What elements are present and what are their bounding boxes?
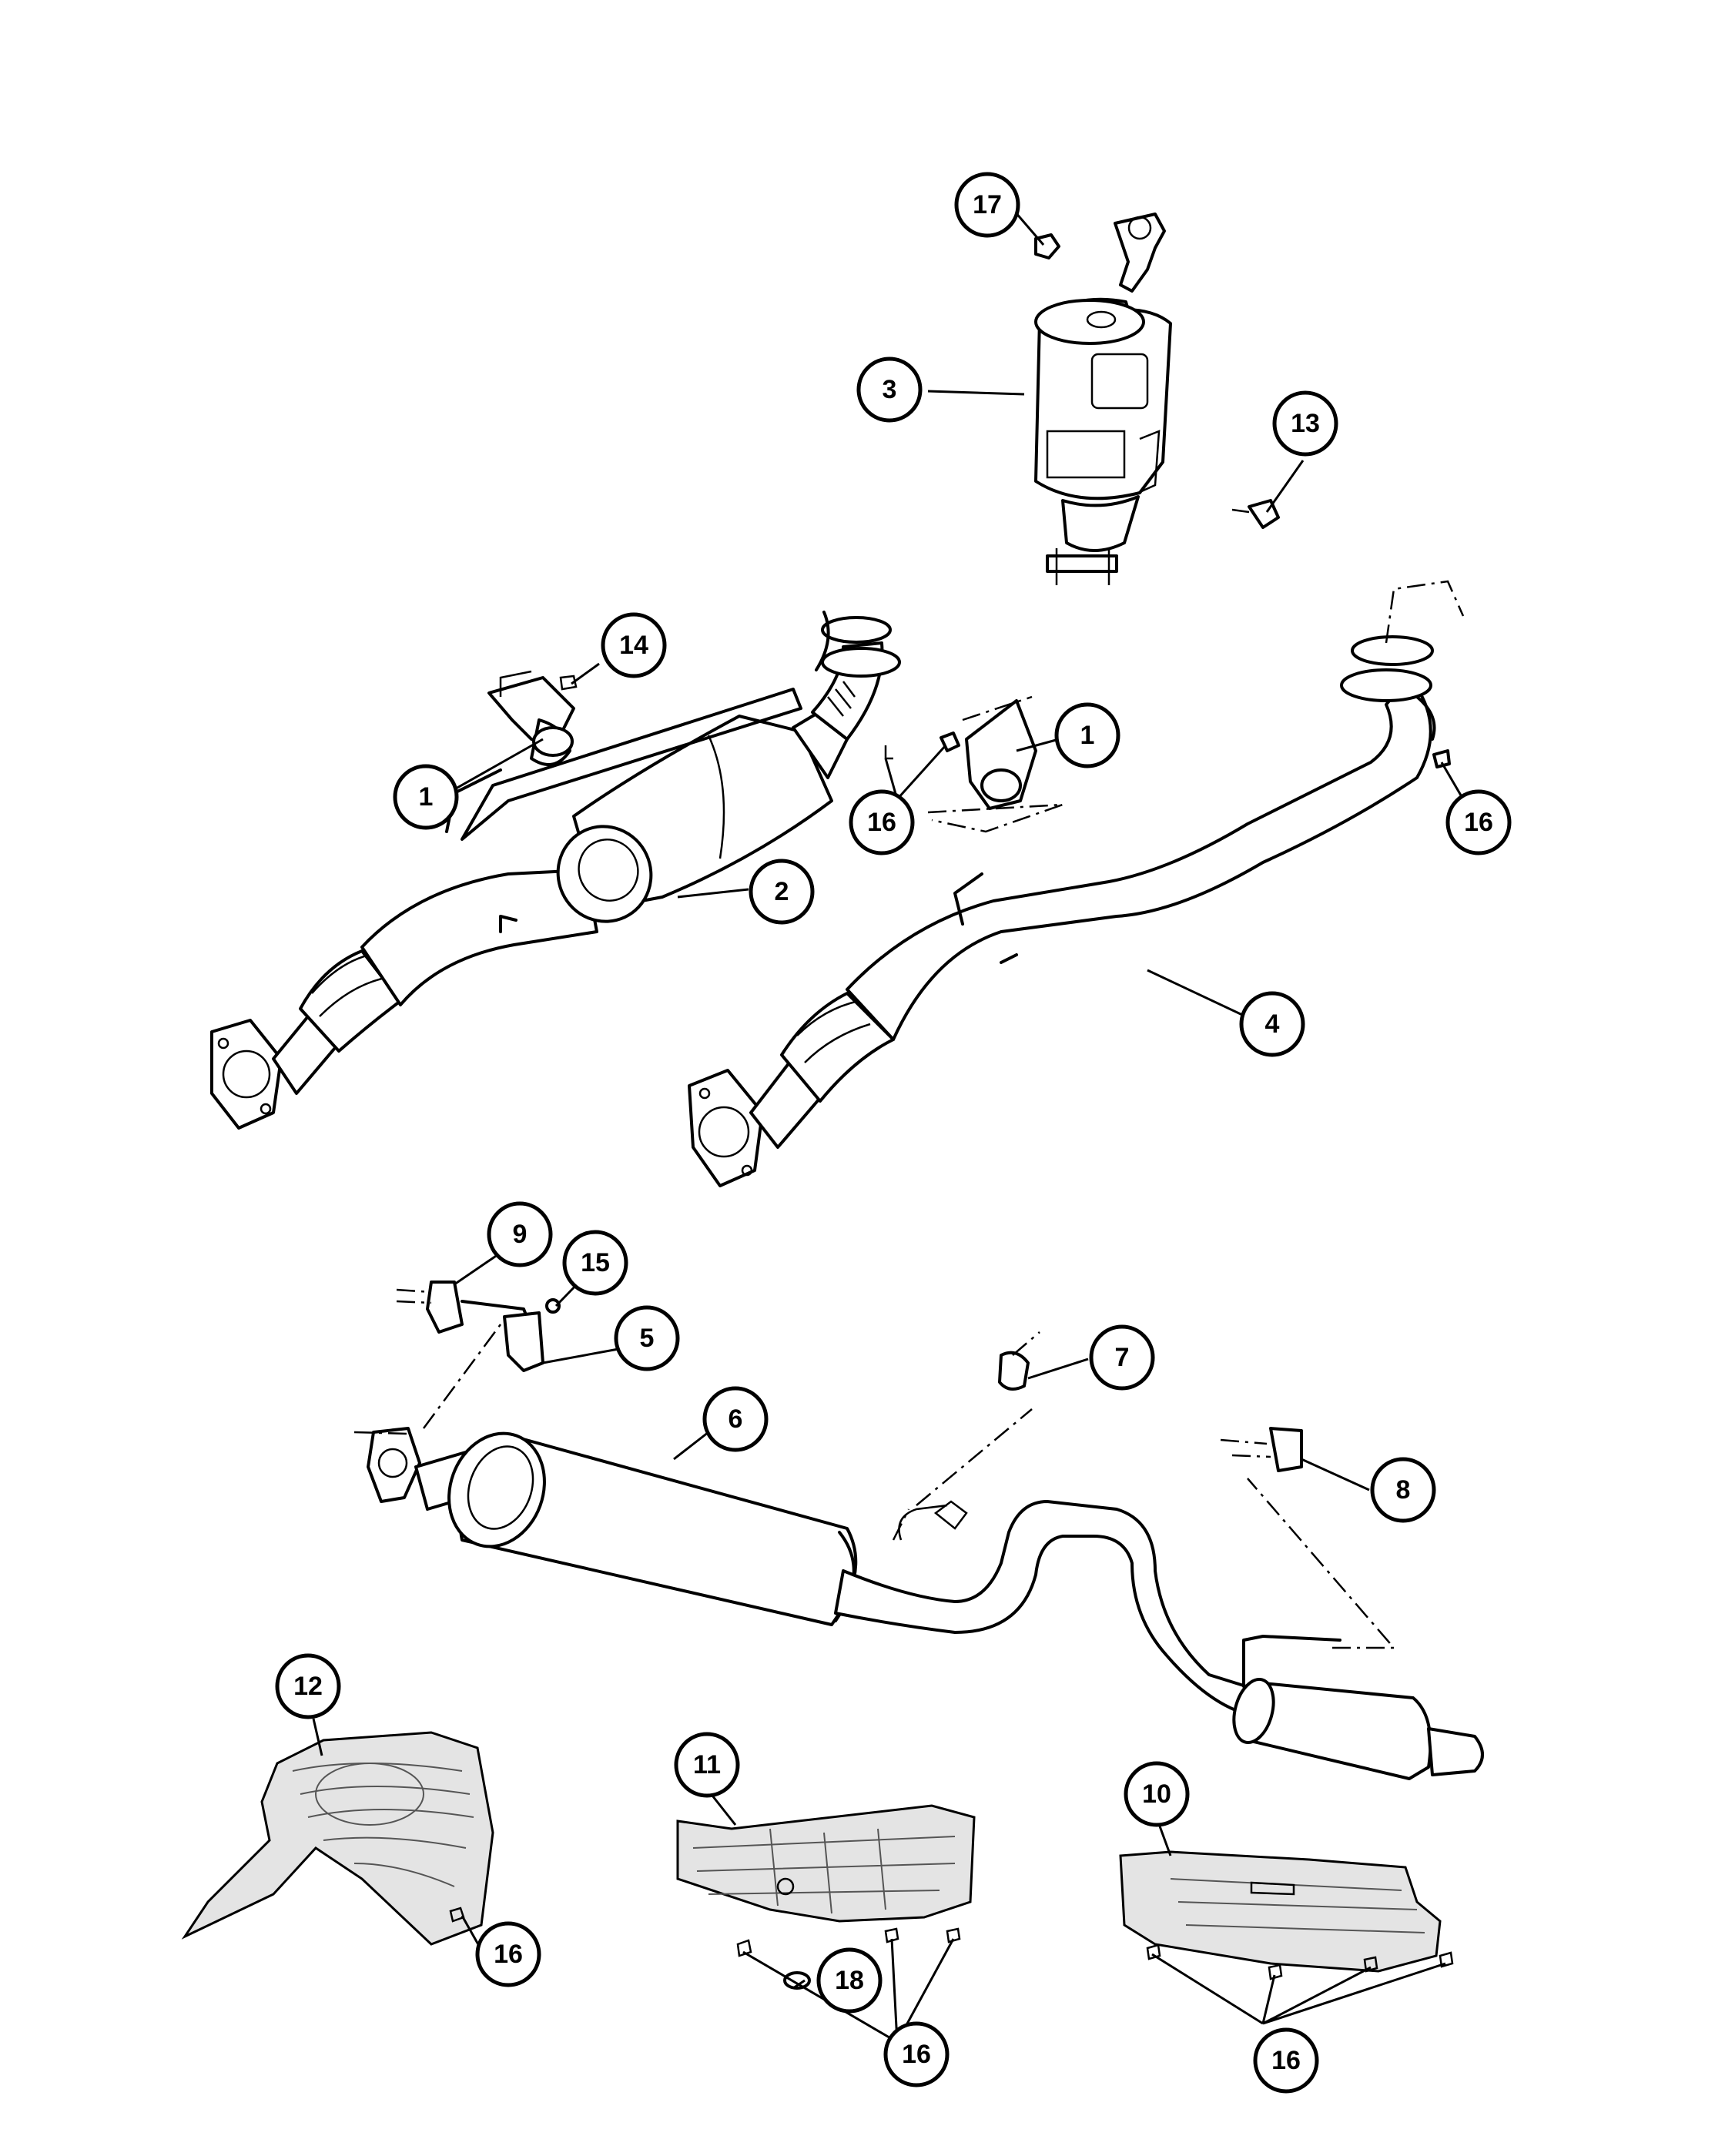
exhaust-pipe-part-4 (688, 580, 1465, 1187)
callout-16-center: 16 (849, 789, 915, 855)
callout-8: 8 (1370, 1457, 1436, 1523)
callout-15: 15 (562, 1230, 628, 1296)
callout-18: 18 (816, 1947, 883, 2014)
callout-17: 17 (954, 172, 1020, 238)
svg-text:1: 1 (1080, 721, 1095, 750)
svg-text:12: 12 (293, 1672, 323, 1701)
fastener-part-16-right (1432, 749, 1451, 768)
callout-1-left: 1 (393, 764, 459, 830)
callout-11: 11 (674, 1732, 740, 1798)
nut-part-15 (545, 1298, 561, 1314)
catalytic-converter-part-3 (1034, 213, 1172, 585)
callout-4: 4 (1239, 991, 1305, 1057)
heat-shield-part-11 (676, 1804, 976, 1923)
callout-13: 13 (1272, 390, 1338, 457)
svg-text:6: 6 (729, 1404, 743, 1434)
svg-text:11: 11 (693, 1750, 721, 1779)
svg-text:14: 14 (619, 631, 648, 660)
svg-text:16: 16 (1464, 808, 1493, 837)
isolator-part-9 (396, 1281, 464, 1334)
callout-16-heat-shield-10: 16 (1253, 2027, 1319, 2094)
callout-10: 10 (1124, 1761, 1190, 1827)
svg-text:18: 18 (835, 1966, 864, 1995)
svg-text:13: 13 (1291, 409, 1320, 438)
svg-text:7: 7 (1115, 1343, 1130, 1372)
isolator-part-7 (998, 1331, 1040, 1391)
heat-shield-part-12 (181, 1731, 494, 1946)
plug-part-18 (783, 1971, 811, 1990)
svg-text:3: 3 (883, 375, 897, 404)
svg-text:16: 16 (902, 2040, 931, 2069)
svg-text:5: 5 (640, 1324, 655, 1353)
callout-14: 14 (601, 612, 667, 678)
exhaust-pipe-converter-part-2 (210, 611, 901, 1130)
callout-16-heat-shield-11: 16 (883, 2021, 950, 2087)
hanger-bracket-part-1-left (487, 670, 575, 766)
hanger-bracket-part-1-right (927, 695, 1063, 833)
muffler-assembly-part-6 (353, 1324, 1484, 1780)
svg-text:16: 16 (1271, 2046, 1301, 2075)
heat-shield-part-10 (1119, 1850, 1442, 1973)
leader-lines (312, 206, 1470, 2044)
callout-5: 5 (614, 1305, 680, 1371)
hanger-bracket-part-5 (461, 1300, 544, 1372)
nut-part-17 (1034, 233, 1060, 259)
svg-text:10: 10 (1142, 1779, 1171, 1809)
fastener-part-16-center (884, 732, 960, 760)
callout-6: 6 (702, 1386, 769, 1452)
callout-2: 2 (749, 859, 815, 925)
callout-3: 3 (856, 357, 923, 423)
callout-12: 12 (275, 1653, 341, 1719)
svg-text:1: 1 (419, 782, 434, 812)
svg-text:16: 16 (494, 1940, 523, 1969)
callout-9: 9 (487, 1201, 553, 1267)
svg-text:15: 15 (581, 1248, 610, 1277)
svg-text:17: 17 (973, 190, 1002, 219)
svg-text:4: 4 (1265, 1009, 1280, 1039)
callout-16-right: 16 (1445, 789, 1512, 855)
stud-part-14 (559, 675, 578, 691)
callout-16-heat-shield-12: 16 (475, 1921, 541, 1987)
callout-1-right: 1 (1054, 702, 1120, 768)
svg-text:16: 16 (867, 808, 896, 837)
svg-text:8: 8 (1396, 1475, 1411, 1505)
isolator-part-8 (1220, 1427, 1303, 1472)
svg-text:2: 2 (775, 877, 789, 906)
svg-text:9: 9 (513, 1220, 528, 1249)
callout-7: 7 (1089, 1324, 1155, 1391)
